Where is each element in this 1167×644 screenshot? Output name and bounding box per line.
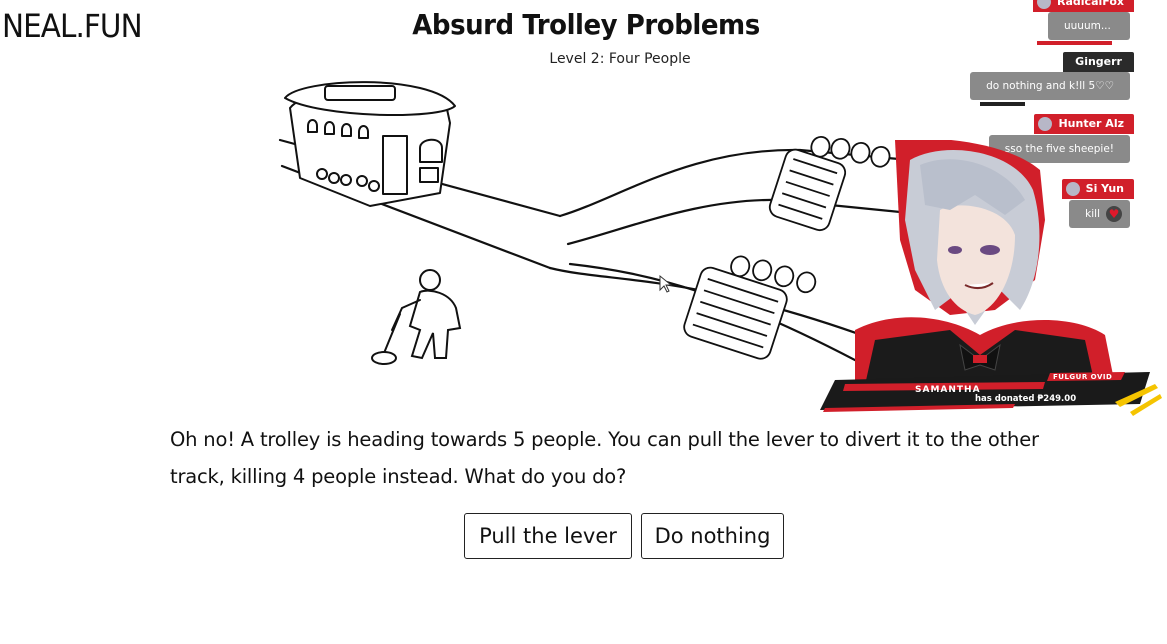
chat-divider	[1037, 41, 1112, 45]
level-label: Level 2: Four People	[549, 51, 691, 67]
chat-username: RadicalFox	[1033, 0, 1134, 12]
pull-lever-button[interactable]: Pull the lever	[464, 513, 632, 559]
vtuber-avatar	[855, 140, 1115, 385]
donation-message: has donated ₱249.00	[975, 394, 1077, 404]
donor-name: SAMANTHA	[915, 385, 981, 395]
people-upper-track	[768, 135, 891, 232]
people-lower-track	[683, 255, 817, 360]
do-nothing-button[interactable]: Do nothing	[641, 513, 784, 559]
chat-avatar-icon	[1065, 182, 1080, 196]
chat-username: Hunter Alz	[1034, 114, 1134, 134]
alert-tag: FULGUR OVID	[1053, 373, 1113, 381]
lower-track	[548, 266, 912, 355]
mouse-cursor-icon	[659, 274, 673, 293]
chat-text: sso the five sheepie!	[988, 135, 1130, 163]
chat-text: uuuum...	[1048, 12, 1130, 40]
upper-track	[558, 148, 912, 218]
chat-username: Si Yun	[1061, 179, 1134, 199]
donation-alert	[820, 372, 1162, 416]
page-title: Absurd Trolley Problems	[412, 8, 760, 41]
chat-username: Gingerr	[1063, 52, 1134, 72]
trolley	[284, 81, 456, 207]
chat-text: kill ♥	[1069, 200, 1130, 228]
scenario-question: Oh no! A trolley is heading towards 5 pe…	[170, 428, 1039, 488]
chat-divider	[980, 102, 1025, 106]
heart-icon: ♥	[1106, 206, 1122, 222]
lever-person	[371, 269, 462, 365]
site-logo[interactable]: NEAL.FUN	[2, 7, 143, 45]
chat-avatar-icon	[1038, 117, 1053, 131]
chat-text: do nothing and k!ll 5♡♡	[970, 72, 1130, 100]
trolley-illustration	[278, 81, 912, 385]
chat-avatar-icon	[1037, 0, 1052, 9]
